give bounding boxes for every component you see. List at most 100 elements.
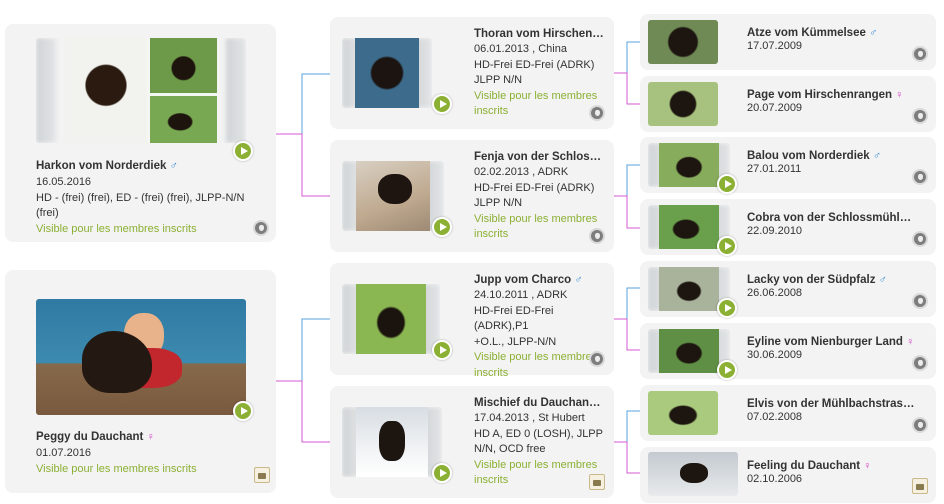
dog-name[interactable]: Jupp vom Charco (474, 274, 572, 286)
breeder-badge-icon (589, 351, 605, 367)
dog-photo[interactable] (648, 143, 730, 187)
dog-name[interactable]: Peggy du Dauchant (36, 431, 144, 443)
play-video-button[interactable] (432, 94, 452, 114)
play-video-button[interactable] (717, 236, 737, 256)
members-notice-line: inscrits (474, 366, 509, 379)
grandparent-card[interactable]: Thoran vom Hirschenrangen ♂ 06.01.2013 ,… (330, 17, 614, 129)
dog-photo[interactable] (648, 20, 718, 64)
dog-name[interactable]: Feeling du Dauchant (747, 460, 861, 472)
great-grandparent-card[interactable]: Lacky von der Südpfalz ♂ 26.06.2008 (640, 261, 936, 318)
dog-name[interactable]: Balou vom Norderdiek (747, 150, 870, 162)
great-grandparent-card[interactable]: Feeling du Dauchant ♀ 02.10.2006 (640, 447, 936, 503)
dog-name[interactable]: Fenja von der Schlossmühle (474, 151, 604, 163)
great-grandparent-card[interactable]: Atze vom Kümmelsee ♂ 17.07.2009 (640, 14, 936, 70)
dog-name-link[interactable]: Peggy du Dauchant ♀ (36, 431, 268, 443)
dog-photo[interactable] (36, 38, 246, 143)
dog-name[interactable]: Eyline vom Nienburger Land (747, 336, 903, 348)
great-grandparent-card[interactable]: Elvis von der Mühlbachstrasse ♂ 07.02.20… (640, 385, 936, 441)
dog-name-link[interactable]: Atze vom Kümmelsee ♂ (747, 27, 917, 39)
dog-name[interactable]: Harkon vom Norderdiek (36, 160, 167, 172)
dog-photo[interactable] (342, 38, 432, 108)
health-results: JLPP N/N (474, 74, 523, 86)
dog-name[interactable]: Lacky von der Südpfalz (747, 274, 876, 286)
club-logo-icon (912, 478, 928, 494)
male-icon: ♂ (872, 150, 882, 162)
dog-photo[interactable] (648, 82, 718, 126)
play-video-button[interactable] (432, 217, 452, 237)
play-video-button[interactable] (717, 360, 737, 380)
connector-dam-line (614, 195, 640, 229)
members-notice-line: inscrits (474, 474, 509, 486)
birth-date: 30.06.2009 (747, 349, 803, 361)
dog-name[interactable]: Cobra von der Schlossmühle (747, 212, 907, 224)
female-icon: ♀ (895, 89, 904, 101)
birth-date: 02.10.2006 (747, 473, 803, 485)
connector-sire-line (614, 410, 640, 443)
dog-name[interactable]: Page vom Hirschenrangen (747, 89, 893, 101)
dog-name[interactable]: Atze vom Kümmelsee (747, 27, 866, 39)
connector-dam-line (276, 380, 330, 443)
dog-photo[interactable] (36, 299, 246, 415)
breeder-badge-icon (912, 169, 928, 185)
birth-date: 07.02.2008 (747, 411, 803, 423)
great-grandparent-card[interactable]: Eyline vom Nienburger Land ♀ 30.06.2009 (640, 323, 936, 380)
dog-photo[interactable] (342, 284, 440, 354)
dog-name-link[interactable]: Jupp vom Charco ♂ (474, 274, 604, 286)
dog-name[interactable]: Elvis von der Mühlbachstrasse (747, 398, 916, 410)
great-grandparent-card[interactable]: Page vom Hirschenrangen ♀ 20.07.2009 (640, 76, 936, 132)
play-video-button[interactable] (717, 298, 737, 318)
parent-card-sire[interactable]: Harkon vom Norderdiek ♂ 16.05.2016 HD - … (5, 24, 276, 242)
play-video-button[interactable] (233, 401, 253, 421)
breeder-badge-icon (912, 355, 928, 371)
health-results: HD A, ED 0 (LOSH), JLPP (474, 427, 603, 440)
birth-date: 27.01.2011 (747, 163, 802, 175)
health-results: +O.L., JLPP-N/N (474, 335, 557, 348)
dog-name-link[interactable]: Eyline vom Nienburger Land ♀ (747, 336, 917, 348)
play-video-button[interactable] (432, 340, 452, 360)
dog-photo[interactable] (648, 267, 730, 311)
club-logo-icon (254, 467, 270, 483)
health-results: (frei) (36, 207, 59, 219)
dog-name-link[interactable]: Thoran vom Hirschenrangen ♂ (474, 28, 604, 40)
dog-name-link[interactable]: Elvis von der Mühlbachstrasse ♂ (747, 398, 917, 410)
dog-name-link[interactable]: Harkon vom Norderdiek ♂ (36, 160, 268, 172)
dog-photo[interactable] (342, 161, 444, 231)
dog-name-link[interactable]: Lacky von der Südpfalz ♂ (747, 274, 917, 286)
great-grandparent-card[interactable]: Cobra von der Schlossmühle ♀ 22.09.2010 (640, 199, 936, 256)
parent-card-dam[interactable]: Peggy du Dauchant ♀ 01.07.2016 Visible p… (5, 270, 276, 493)
grandparent-card[interactable]: Jupp vom Charco ♂ 24.10.2011 , ADRK HD-F… (330, 263, 614, 379)
play-video-button[interactable] (233, 141, 253, 161)
dog-name[interactable]: Thoran vom Hirschenrangen (474, 28, 604, 40)
health-results: HD-Frei ED-Frei (ADRK),P1 (474, 304, 554, 333)
dog-name-link[interactable]: Feeling du Dauchant ♀ (747, 460, 917, 472)
health-results: JLPP N/N (474, 197, 523, 209)
play-video-button[interactable] (717, 174, 737, 194)
members-only-notice[interactable]: Visible pour les membres inscrits (36, 462, 197, 475)
dog-name-link[interactable]: Page vom Hirschenrangen ♀ (747, 89, 917, 101)
breeder-badge-icon (589, 228, 605, 244)
dog-photo[interactable] (648, 452, 738, 496)
dog-name-link[interactable]: Balou vom Norderdiek ♂ (747, 150, 917, 162)
dog-name-link[interactable]: Fenja von der Schlossmühle (474, 151, 604, 163)
connector-dam-line (614, 318, 640, 351)
dog-name[interactable]: Mischief du Dauchant (474, 397, 593, 409)
grandparent-card[interactable]: Fenja von der Schlossmühle 02.02.2013 , … (330, 140, 614, 252)
grandparent-card[interactable]: Mischief du Dauchant ♀ 17.04.2013 , St H… (330, 386, 614, 498)
club-logo-icon (589, 474, 605, 490)
dog-name-link[interactable]: Cobra von der Schlossmühle ♀ (747, 212, 917, 224)
dog-photo[interactable] (648, 391, 718, 435)
dog-name-link[interactable]: Mischief du Dauchant ♀ (474, 397, 604, 409)
dog-photo[interactable] (342, 407, 442, 477)
birth-date: 17.04.2013 , St Hubert (474, 412, 585, 424)
play-video-button[interactable] (432, 463, 452, 483)
members-only-notice[interactable]: Visible pour les membres inscrits (36, 222, 197, 235)
connector-sire-line (614, 41, 640, 74)
connector-sire-line (276, 318, 330, 382)
great-grandparent-card[interactable]: Balou vom Norderdiek ♂ 27.01.2011 (640, 137, 936, 194)
connector-sire-line (276, 73, 330, 135)
dog-photo[interactable] (648, 329, 730, 373)
